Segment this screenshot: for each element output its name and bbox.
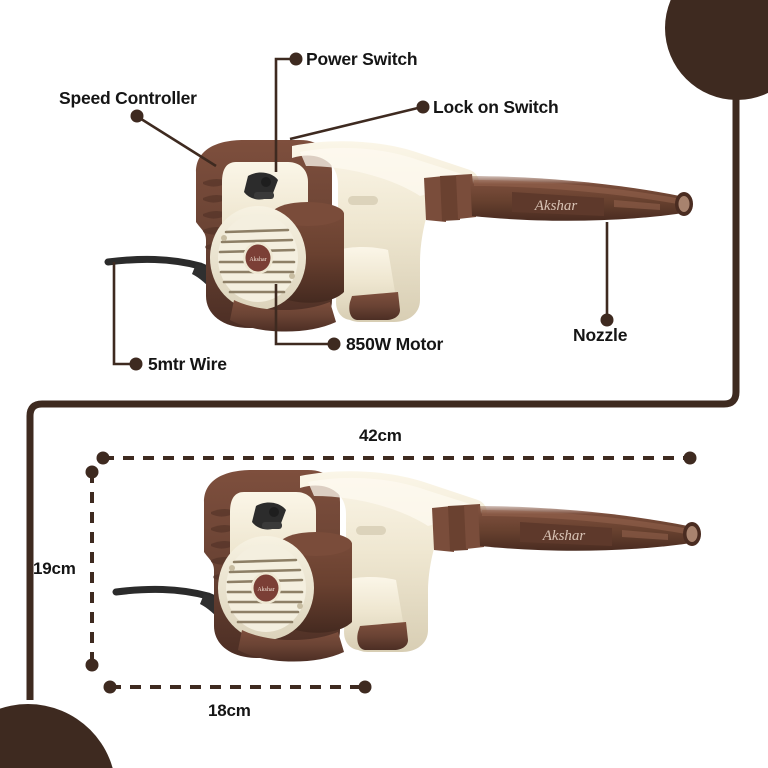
logo-badge <box>245 244 271 272</box>
callout-label-5mtr-wire: 5mtr Wire <box>148 354 227 374</box>
dim-cap-depth-end <box>358 680 372 694</box>
nozzle-bore-2 <box>686 526 698 542</box>
leader-lock-on-switch <box>289 105 423 141</box>
body-post <box>348 196 378 205</box>
dim-cap-height-start <box>85 465 99 479</box>
leader-5mtr-wire <box>112 262 134 366</box>
nozzle-brand-plate-2 <box>520 522 612 546</box>
logo-badge-2 <box>253 574 279 602</box>
power-switch-trigger-2 <box>262 522 282 529</box>
housing-screw-a-2 <box>229 565 235 571</box>
dot-speed-controller <box>130 109 144 123</box>
nozzle-highlight-2 <box>482 510 686 534</box>
nozzle-slot-2 <box>622 530 668 540</box>
blower-bottom: Akshar Akshar <box>112 470 701 662</box>
nozzle-highlight <box>474 180 678 204</box>
leader-speed-controller <box>137 115 217 168</box>
callout-label-lock-on-switch: Lock on Switch <box>433 97 559 117</box>
frame-bracket <box>26 96 740 700</box>
callout-label-nozzle: Nozzle <box>573 325 628 345</box>
power-switch-trigger <box>254 192 274 199</box>
throat-pad <box>349 292 400 320</box>
dim-cap-length-end <box>683 451 697 465</box>
leader-power-switch <box>274 57 296 172</box>
callout-label-850w-motor: 850W Motor <box>346 334 444 354</box>
dot-power-switch <box>289 52 303 66</box>
base-pad-2 <box>238 630 344 662</box>
dim-cap-length-start <box>96 451 110 465</box>
housing-screw-b-2 <box>297 603 303 609</box>
body-post-2 <box>356 526 386 535</box>
corner-circle-top-right <box>665 0 768 100</box>
dot-lock-on-switch <box>416 100 430 114</box>
nozzle-assembly: Akshar <box>424 174 693 222</box>
nozzle-assembly-2: Akshar <box>432 504 701 552</box>
dim-cap-depth-start <box>103 680 117 694</box>
corner-circle-bottom-left <box>0 704 113 768</box>
leader-850w-motor <box>274 284 333 346</box>
callout-label-power-switch: Power Switch <box>306 49 418 69</box>
dot-850w-motor <box>327 337 341 351</box>
lock-on-button-2 <box>269 507 279 517</box>
throat-pad-2 <box>357 622 408 650</box>
dimension-label-depth: 18cm <box>208 701 251 720</box>
nozzle-brand-text-2: Akshar <box>542 528 586 544</box>
nozzle-brand-plate <box>512 192 604 216</box>
base-pad <box>230 300 336 332</box>
housing-screw-b <box>289 273 295 279</box>
dot-nozzle <box>600 313 614 327</box>
nozzle-bore <box>678 196 690 212</box>
nozzle-slot <box>614 200 660 210</box>
blower-top: Akshar Akshar <box>104 140 693 332</box>
dimension-label-height: 19cm <box>33 559 76 578</box>
nozzle-brand-text: Akshar <box>534 198 578 214</box>
dimension-label-length: 42cm <box>359 426 402 445</box>
lock-on-button <box>261 177 271 187</box>
logo-badge-text-2: Akshar <box>257 587 274 593</box>
dot-5mtr-wire <box>129 357 143 371</box>
logo-badge-text: Akshar <box>249 257 266 263</box>
dim-cap-height-end <box>85 658 99 672</box>
housing-screw-a <box>221 235 227 241</box>
callout-label-speed-controller: Speed Controller <box>59 88 197 108</box>
